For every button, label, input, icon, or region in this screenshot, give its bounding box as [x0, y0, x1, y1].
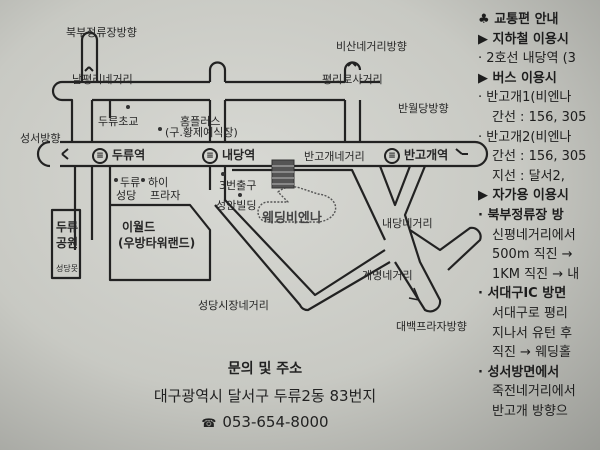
footer-title: 문의 및 주소 — [227, 361, 303, 377]
direction-bisan: 비산네거리방향 — [336, 40, 407, 53]
landmark-eworld: 이월드 — [122, 220, 156, 234]
landmark-hai-1: 하이 — [148, 176, 169, 189]
landmark-duryu-school: 두류초교 — [98, 115, 139, 128]
station-bangogae-label: 반고개역 — [404, 148, 449, 162]
info-line: 500m 직진 → — [492, 247, 573, 263]
footer-phone: 053-654-8000 — [222, 413, 329, 431]
subway-icon: ≡ — [384, 147, 400, 164]
subway-icon: ≡ — [92, 147, 108, 164]
landmark-seongdangmot: 성당못 — [56, 264, 79, 273]
landmark-exit3: 3번출구 — [219, 179, 257, 192]
venue-building-icon — [271, 159, 295, 189]
intersection-gyemyeong: 계명네거리 — [362, 269, 413, 282]
station-bangogae: ≡ 반고개역 — [384, 146, 448, 164]
intersection-seongdang-market: 성당시장네거리 — [198, 299, 269, 312]
direction-seongseo: 성서방향 — [20, 132, 61, 145]
intersection-bangogae: 반고개네거리 — [304, 150, 365, 163]
info-line: ▶ 자가용 이용시 — [478, 188, 569, 204]
info-line: 지나서 유턴 후 — [492, 325, 573, 341]
info-line: · 반고개2(비엔나 — [478, 129, 572, 145]
info-line: 반고개 방향으 — [492, 403, 568, 419]
landmark-park-2: 공원 — [56, 236, 79, 250]
venue-label: 웨딩비엔나 — [262, 211, 322, 226]
footer-address: 대구광역시 달서구 두류2동 83번지 — [153, 387, 377, 405]
info-line: 직진 → 웨딩홀 — [492, 345, 571, 361]
intersection-pyeongrirosa: 평리로사거리 — [322, 73, 383, 86]
landmark-seongan: 성안빌딩 — [216, 199, 257, 212]
subway-icon: ≡ — [202, 147, 218, 164]
landmark-church-1: 두류 — [120, 176, 141, 189]
phone-icon: ☎ — [201, 416, 217, 430]
info-line: 1KM 직진 → 내 — [492, 266, 580, 282]
info-line: 죽전네거리에서 — [492, 384, 576, 400]
direction-banwoldang: 반월당방향 — [398, 102, 449, 115]
footer-phone-row: ☎ 053-654-8000 — [100, 413, 430, 431]
info-heading-text: 교통편 안내 — [494, 12, 559, 27]
info-line: · 서대구IC 방면 — [478, 286, 567, 302]
transport-info: ♣ 교통편 안내 ▶ 지하철 이용시 · 2호선 내당역 (3 ▶ 버스 이용시 · … — [478, 10, 600, 421]
landmark-eworld-sub: (우방타워랜드) — [118, 236, 196, 250]
station-naedang-label: 내당역 — [222, 148, 256, 162]
main-road — [36, 140, 465, 168]
direction-north-terminal: 북부정류장방향 — [66, 26, 137, 39]
station-duryu: ≡ 두류역 — [92, 146, 145, 164]
info-line: · 성서방면에서 — [478, 364, 560, 380]
info-line: 간선 : 156, 305 — [492, 109, 587, 125]
info-line: · 2호선 내당역 (3 — [478, 51, 576, 67]
direction-daebaek: 대백프라자방향 — [396, 320, 467, 333]
landmark-homeplus-sub: (구.황제예식장) — [165, 126, 238, 139]
info-line: ▶ 지하철 이용시 — [478, 31, 569, 47]
info-line: 서대구로 평리 — [492, 305, 568, 321]
intersection-naedang: 내당네거리 — [382, 217, 433, 230]
info-line: 신평네거리에서 — [492, 227, 576, 243]
info-line: · 반고개1(비엔나 — [478, 90, 572, 106]
info-line: · 북부정류장 방 — [478, 207, 564, 223]
info-heading: ♣ 교통편 안내 — [478, 10, 600, 30]
club-icon: ♣ — [478, 12, 495, 27]
landmark-homeplus: 홈플러스 — [180, 115, 221, 128]
intersection-nampyeongri: 남평리네거리 — [72, 73, 133, 86]
info-line: 간선 : 156, 305 — [492, 149, 587, 165]
station-duryu-label: 두류역 — [112, 148, 146, 162]
landmark-park-1: 두류 — [56, 220, 79, 234]
upper-road — [51, 80, 380, 142]
station-naedang: ≡ 내당역 — [202, 146, 255, 164]
landmark-hai-2: 프라자 — [150, 189, 181, 202]
info-line: ▶ 버스 이용시 — [478, 70, 557, 86]
info-line: 지선 : 달서2, — [492, 168, 565, 184]
landmark-church-2: 성당 — [116, 189, 137, 202]
